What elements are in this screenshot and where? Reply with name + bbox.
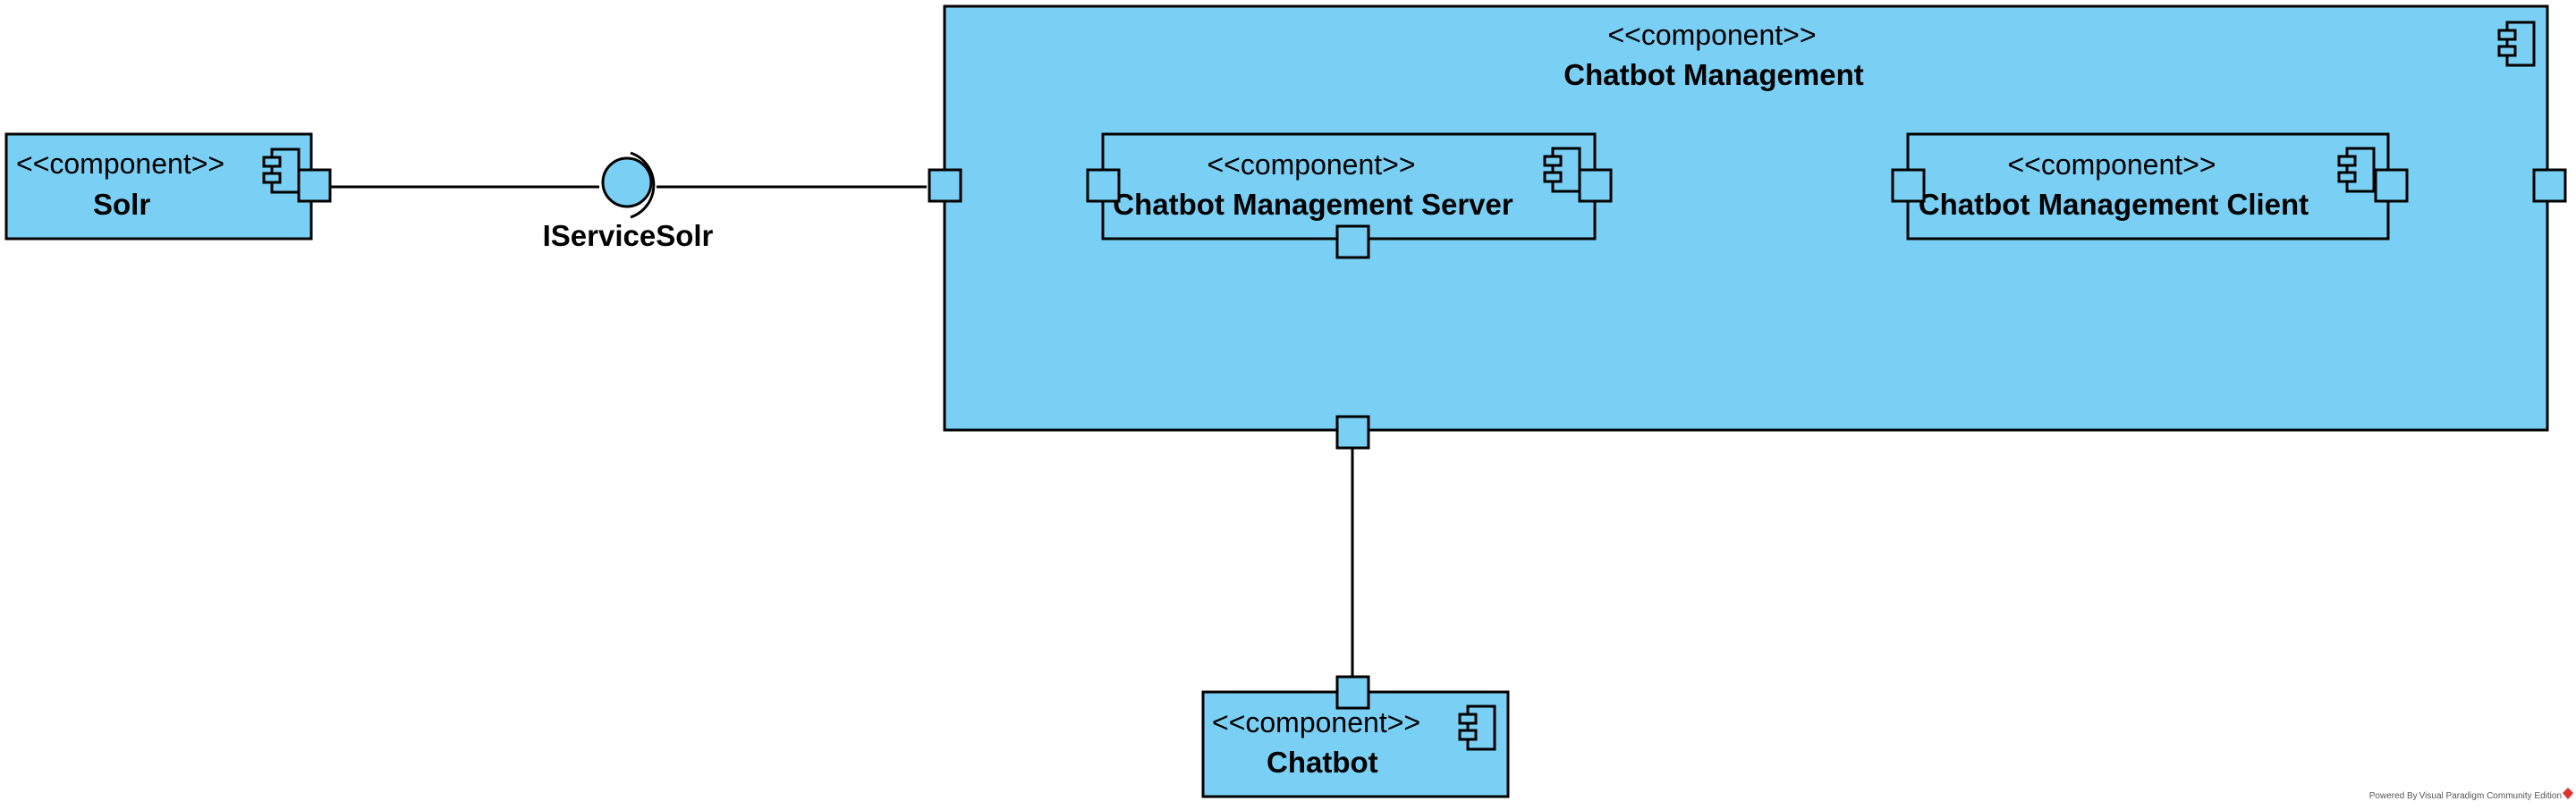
port-chatbot-management-bottom[interactable] — [1335, 415, 1370, 450]
stereotype-label: <<component>> — [2007, 148, 2216, 181]
component-name-solr: Solr — [93, 188, 150, 221]
component-solr[interactable]: <<component>> Solr — [4, 132, 313, 240]
component-name-chatbot-management-server: Chatbot Management Server — [1113, 188, 1513, 221]
component-name-chatbot-management-client: Chatbot Management Client — [1919, 188, 2309, 221]
port-chatbot-top[interactable] — [1335, 675, 1370, 710]
port-server-bottom[interactable] — [1335, 224, 1370, 259]
port-server-right[interactable] — [1578, 168, 1613, 203]
component-chatbot-management-client[interactable]: <<component>> Chatbot Management Client — [1906, 132, 2390, 240]
provided-interface-ball — [601, 156, 653, 208]
port-server-left[interactable] — [1086, 168, 1121, 203]
stereotype-label: <<component>> — [16, 148, 225, 180]
port-client-right[interactable] — [2374, 168, 2409, 203]
visual-paradigm-logo-icon — [2563, 788, 2573, 799]
component-name-chatbot-management: Chatbot Management — [1563, 58, 1864, 91]
stereotype-label: <<component>> — [1207, 148, 1415, 181]
ports — [297, 168, 2567, 710]
watermark-text: Powered By Visual Paradigm Community Edi… — [2369, 791, 2562, 801]
watermark: Powered By Visual Paradigm Community Edi… — [2369, 788, 2573, 801]
port-client-left[interactable] — [1891, 168, 1926, 203]
port-solr[interactable] — [297, 168, 332, 203]
stereotype-label: <<component>> — [1212, 706, 1420, 738]
interface-name-iservicesolr: IServiceSolr — [543, 219, 714, 252]
component-chatbot[interactable]: <<component>> Chatbot — [1201, 690, 1510, 798]
port-chatbot-management-left[interactable] — [928, 168, 962, 203]
port-chatbot-management-right[interactable] — [2532, 168, 2567, 203]
component-chatbot-management-server[interactable]: <<component>> Chatbot Management Server — [1101, 132, 1597, 240]
component-name-chatbot: Chatbot — [1267, 746, 1378, 779]
stereotype-label: <<component>> — [1607, 19, 1816, 51]
interface-iservicesolr[interactable]: IServiceSolr — [543, 151, 714, 252]
required-interface-socket — [630, 151, 656, 219]
